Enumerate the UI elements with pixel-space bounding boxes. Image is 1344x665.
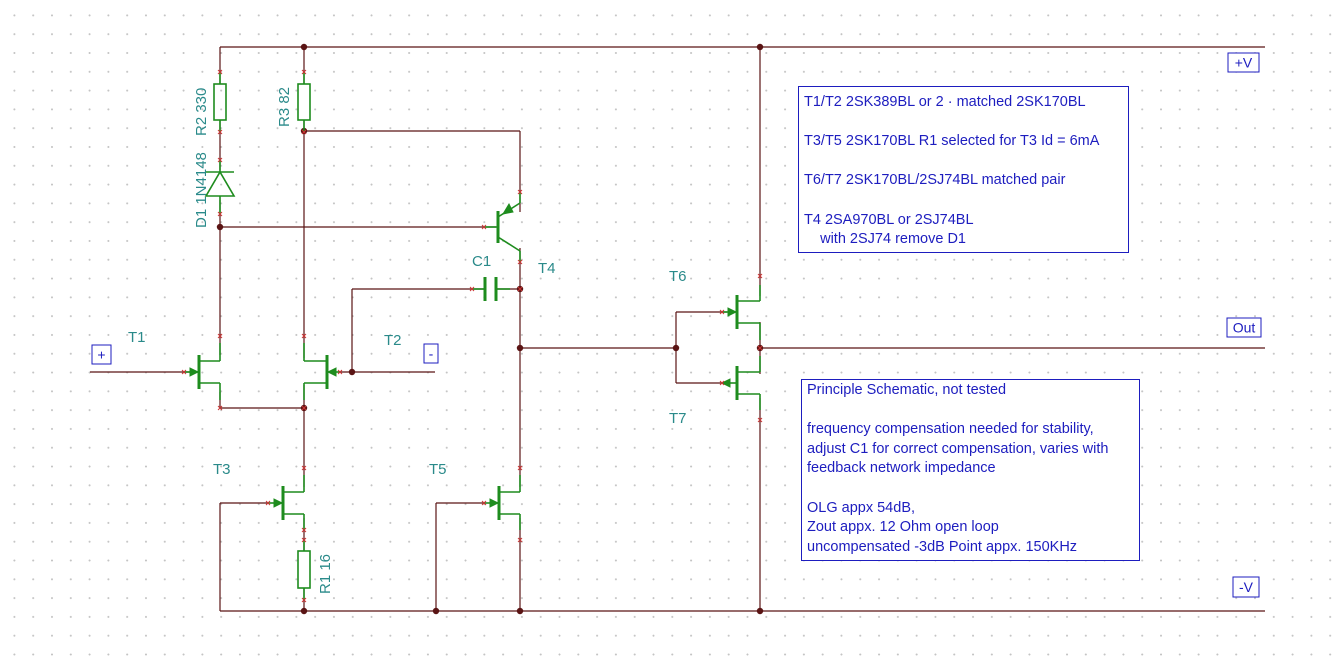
label-r2: R2 330	[193, 88, 210, 136]
net-label-vplus: +V	[1227, 52, 1260, 73]
info-note-line	[807, 401, 1139, 421]
net-label-input-minus: -	[423, 343, 439, 364]
svg-text:-: -	[429, 346, 434, 362]
info-note-line: feedback network impedance	[807, 460, 996, 477]
transistor-t5	[484, 475, 521, 530]
parts-note-line: T1/T2 2SK389BL or 2 · matched 2SK170BL	[804, 94, 1086, 110]
diode-d1	[204, 160, 236, 214]
label-d1: D1 1N4148	[193, 152, 210, 228]
parts-note-line	[804, 152, 1128, 172]
svg-text:+: +	[97, 347, 105, 363]
parts-note: T1/T2 2SK389BL or 2 · matched 2SK170BL T3…	[798, 86, 1129, 253]
info-note: Principle Schematic, not tested frequency…	[801, 379, 1140, 561]
transistor-t2	[303, 343, 340, 400]
svg-text:Out: Out	[1233, 320, 1256, 336]
capacitor-c1	[472, 277, 510, 301]
junctions	[216, 43, 764, 615]
transistor-t4	[484, 192, 521, 262]
pin-markers	[181, 69, 763, 603]
info-note-line: Principle Schematic, not tested	[807, 382, 1007, 398]
label-t6: T6	[669, 268, 687, 285]
label-r3: R3 82	[276, 87, 293, 127]
resistor-r1	[297, 540, 311, 600]
info-note-line: OLG appx 54dB,	[807, 499, 916, 516]
info-note-line	[807, 479, 1139, 499]
label-t3: T3	[213, 461, 231, 478]
net-label-out: Out	[1226, 317, 1262, 338]
label-t2: T2	[384, 332, 402, 349]
transistor-t7	[720, 356, 761, 410]
info-note-line: Zout appx. 12 Ohm open loop	[807, 519, 999, 536]
label-t4: T4	[538, 260, 556, 277]
resistor-r3	[297, 72, 311, 132]
parts-note-line	[804, 113, 1128, 133]
transistor-t6	[722, 285, 761, 340]
info-note-line: frequency compensation needed for stabil…	[807, 421, 1094, 438]
svg-text:-V: -V	[1239, 579, 1254, 595]
parts-note-line: T6/T7 2SK170BL/2SJ74BL matched pair	[804, 172, 1066, 189]
svg-text:+V: +V	[1235, 55, 1253, 71]
transistor-t1	[184, 343, 221, 400]
label-t1: T1	[128, 329, 146, 346]
info-note-line: adjust C1 for correct compensation, vari…	[807, 440, 1109, 457]
parts-note-line	[804, 191, 1128, 211]
label-c1: C1	[472, 253, 491, 270]
transistor-t3	[268, 475, 305, 530]
parts-note-line: T3/T5 2SK170BL R1 selected for T3 Id = 6…	[804, 133, 1100, 150]
net-label-vminus: -V	[1232, 576, 1260, 598]
label-r1: R1 16	[317, 554, 334, 594]
parts-note-line: with 2SJ74 remove D1	[804, 231, 966, 248]
label-t5: T5	[429, 461, 447, 478]
net-label-input-plus: +	[91, 344, 112, 365]
parts-note-line: T4 2SA970BL or 2SJ74BL	[804, 211, 974, 228]
info-note-line: uncompensated -3dB Point appx. 150KHz	[807, 538, 1078, 555]
label-t7: T7	[669, 410, 687, 427]
resistor-r2	[213, 72, 227, 132]
